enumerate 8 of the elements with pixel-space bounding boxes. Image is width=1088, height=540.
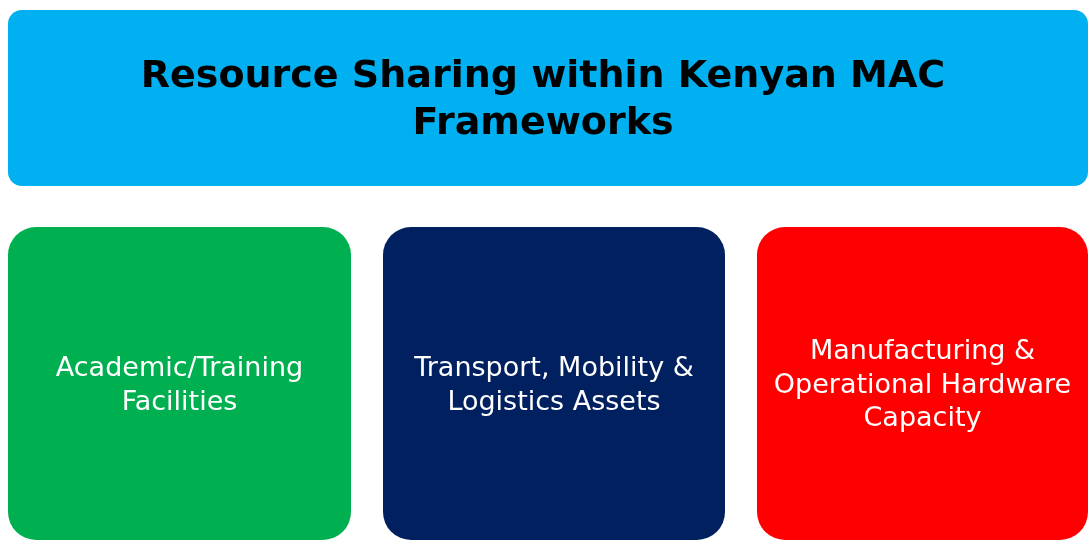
title-banner	[8, 10, 1088, 186]
category-card	[8, 227, 351, 540]
category-card	[383, 227, 725, 540]
category-card	[757, 227, 1088, 540]
card-text: Academic/Training Facilities	[54, 349, 305, 418]
card-text: Transport, Mobility & Logistics Assets	[413, 349, 695, 418]
banner-heading: Resource Sharing within Kenyan MAC Frameworks	[139, 50, 947, 145]
card-text: Manufacturing & Operational Hardware Capacity	[772, 332, 1073, 435]
